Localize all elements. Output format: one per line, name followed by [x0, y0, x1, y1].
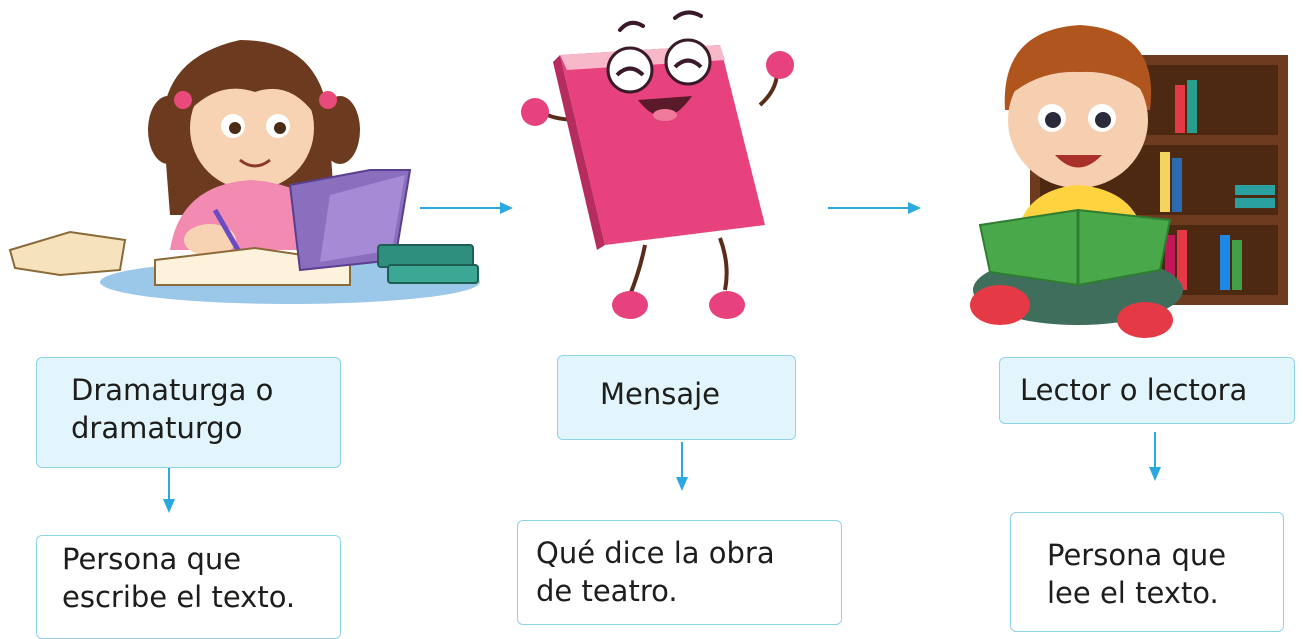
arrow-down: [163, 468, 175, 513]
node-reader-label-line: Lector o lectora: [1020, 373, 1248, 407]
node-reader-description: Persona que lee el texto.: [1010, 512, 1284, 632]
node-reader-description-line: Persona que: [1047, 538, 1227, 572]
node-message-label-line: Mensaje: [600, 377, 721, 411]
node-writer-description-line: escribe el texto.: [62, 579, 296, 614]
arrow-down: [1149, 432, 1161, 481]
node-writer-description: Persona que escribe el texto.: [36, 535, 341, 639]
node-reader-label: Lector o lectora: [999, 357, 1295, 424]
node-message-description-line: de teatro.: [536, 573, 678, 608]
node-message-label: Mensaje: [557, 355, 796, 440]
girl-writing-icon: [8, 40, 480, 304]
node-writer-label: Dramaturga o dramaturgo: [36, 357, 341, 468]
arrow-down: [676, 442, 688, 491]
node-message-description-line: Qué dice la obra: [536, 536, 775, 570]
node-writer-label-line: dramaturgo: [71, 410, 243, 445]
arrow-right: [420, 202, 513, 214]
node-writer-description-line: Persona que: [62, 542, 242, 576]
node-reader-description-line: lee el texto.: [1047, 575, 1219, 610]
node-writer-label-line: Dramaturga o: [71, 373, 274, 407]
happy-book-icon: [521, 10, 794, 319]
node-message-description: Qué dice la obra de teatro.: [517, 520, 842, 625]
boy-reading-icon: [970, 25, 1288, 338]
arrow-right: [828, 202, 921, 214]
